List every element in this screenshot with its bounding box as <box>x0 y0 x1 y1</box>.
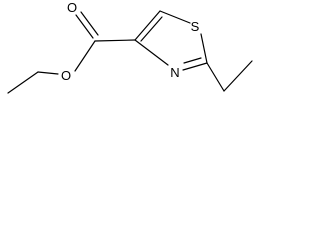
bond-carbonyl-double-2 <box>80 11 99 36</box>
atom-sulfur-label: S <box>191 19 200 34</box>
bond-c2-ethyl-ch2 <box>206 62 225 92</box>
bond-carbonyl-double-1 <box>75 14 94 39</box>
bond-c2-n3-inner <box>183 57 202 64</box>
bond-ethyl-ch2-ch3 <box>223 60 253 92</box>
bond-c4-c5 <box>134 10 161 41</box>
bond-n3-c4 <box>134 39 169 66</box>
bond-s1-c2 <box>200 33 208 64</box>
atom-carbonyl-oxygen-label: O <box>67 0 77 15</box>
bond-c2-n3 <box>182 62 208 71</box>
bond-c4-c5-inner <box>140 16 163 42</box>
ethyl-2-ethylthiazole-4-carboxylate-structure: S N O O <box>7 0 253 94</box>
bond-carbonyl-ester-o <box>74 40 96 72</box>
bond-ester-o-ch2 <box>37 71 59 75</box>
bond-c5-s1 <box>159 10 191 24</box>
bond-ethoxy-ch2-ch3 <box>7 71 39 94</box>
atom-ester-oxygen-label: O <box>61 68 71 83</box>
bond-c4-carbonyl <box>94 39 136 42</box>
atom-nitrogen-label: N <box>170 65 179 80</box>
